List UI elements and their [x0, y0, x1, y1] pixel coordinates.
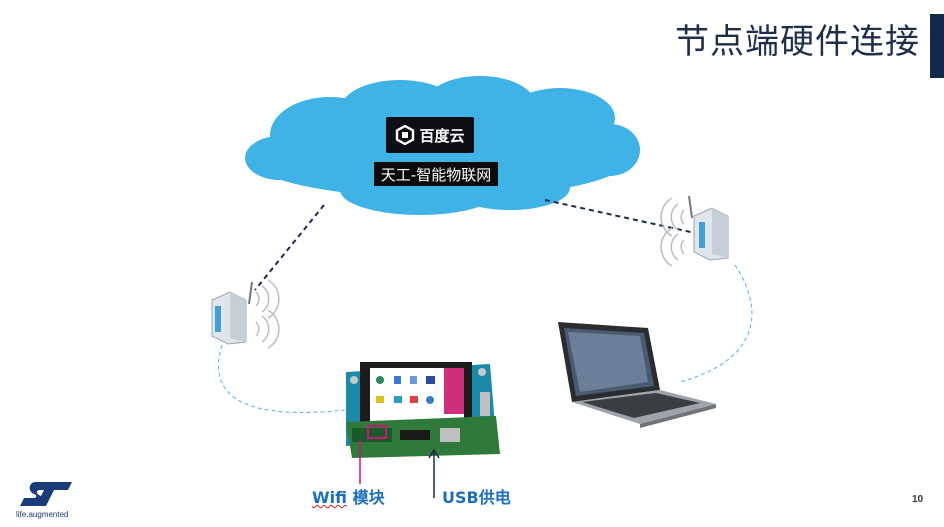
page-number: 10: [912, 494, 924, 505]
link-cloud-to-left-router: [254, 204, 325, 291]
laptop-icon: [558, 322, 716, 428]
wifi-module-label: Wifi 模块: [312, 488, 385, 507]
dev-board-icon: [346, 362, 500, 458]
cube-logo-icon: [396, 125, 415, 145]
st-tagline: life.augmented: [16, 510, 69, 519]
page-title: 节点端硬件连接: [675, 22, 920, 62]
usb-pointer-arrowhead: [428, 448, 440, 459]
cloud-service-name: 天工-智能物联网: [374, 162, 498, 186]
wireless-router-icon: [660, 195, 729, 267]
cloud-brand-name: 百度云: [419, 126, 465, 145]
link-left-router-to-board: [217, 344, 346, 413]
link-cloud-to-right-router: [544, 199, 696, 234]
cloud-icon: [245, 76, 640, 215]
usb-power-label: USB供电: [442, 488, 511, 507]
st-logo-icon: [20, 482, 72, 506]
cloud-brand-badge: 百度云: [386, 117, 474, 153]
wireless-router-icon: [211, 279, 280, 349]
title-accent-bar: [930, 14, 944, 78]
wifi-module-highlight: [367, 425, 387, 439]
link-right-router-to-laptop: [679, 264, 753, 383]
